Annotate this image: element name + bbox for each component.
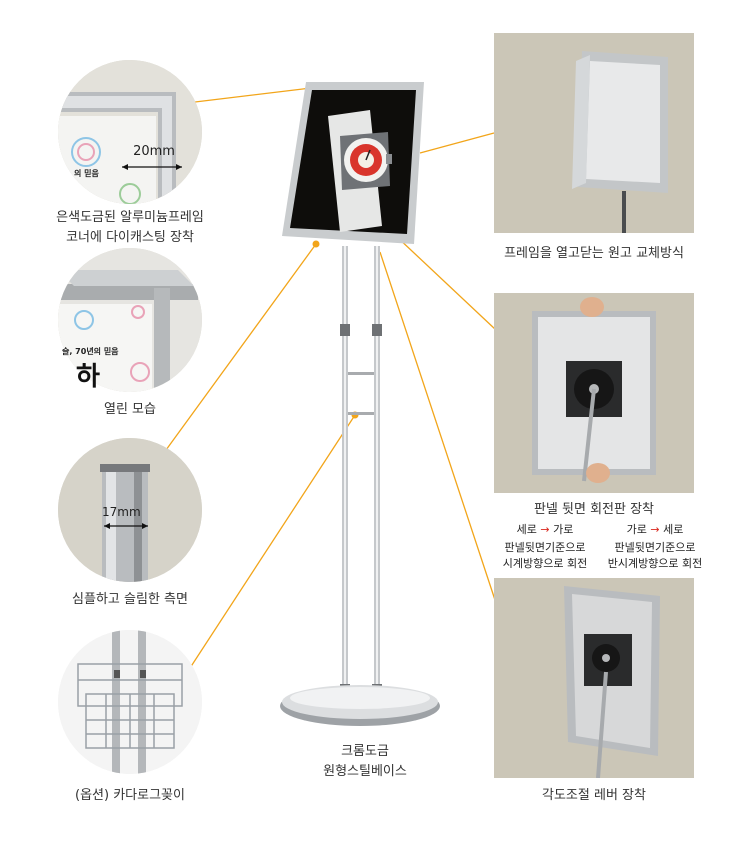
open-inner-text: 슬, 70년의 믿음: [62, 347, 119, 356]
stand-product-image: [280, 82, 440, 726]
base-caption-line2: 원형스틸베이스: [323, 764, 407, 779]
open-big-char: 하: [76, 362, 100, 392]
side-detail-image: [58, 438, 202, 582]
angle-caption: 각도조절 레버 장착: [542, 788, 646, 803]
corner-inner-text: 의 믿음: [74, 169, 99, 178]
catalog-caption: (옵션) 카다로그꽂이: [75, 788, 185, 803]
measure-label: 20mm: [133, 144, 175, 159]
base-caption-line1: 크롬도금: [341, 744, 389, 759]
right-dir-to: 세로: [663, 523, 684, 536]
left-note-line1: 판넬뒷면기준으로: [504, 541, 586, 554]
rotation-right-direction: 가로 → 세로: [600, 522, 710, 538]
rotation-right-note: 판넬뒷면기준으로 반시계방향으로 회전: [600, 540, 710, 572]
measure-arrow-icon: [122, 164, 182, 170]
left-dir-to: 가로: [553, 523, 574, 536]
right-note-line2: 반시계방향으로 회전: [607, 557, 703, 570]
rotation-caption: 판넬 뒷면 회전판 장착: [533, 502, 655, 517]
side-caption: 심플하고 슬림한 측면: [72, 592, 188, 607]
corner-caption-line1: 은색도금된 알루미늄프레임: [56, 210, 204, 225]
right-note-line1: 판넬뒷면기준으로: [614, 541, 696, 554]
frame-open-image: [494, 33, 694, 233]
frame-open-caption: 프레임을 열고닫는 원고 교체방식: [504, 246, 684, 261]
rotation-left-direction: 세로 → 가로: [490, 522, 600, 538]
rotation-left-note: 판넬뒷면기준으로 시계방향으로 회전: [490, 540, 600, 572]
open-caption: 열린 모습: [104, 402, 156, 417]
side-measure-arrow-icon: [104, 523, 148, 529]
catalog-holder-image: [58, 630, 202, 774]
corner-caption-line2: 코너에 다이캐스팅 장착: [66, 230, 194, 245]
corner-detail-image: [58, 60, 202, 204]
side-measure: 17mm: [102, 505, 141, 519]
width-20mm-measure: 20mm: [122, 144, 186, 159]
corner-caption: 은색도금된 알루미늄프레임 코너에 다이캐스팅 장착: [20, 208, 240, 248]
right-dir-from: 가로: [626, 523, 647, 536]
base-caption: 크롬도금 원형스틸베이스: [290, 742, 440, 782]
angle-lever-image: [494, 578, 694, 778]
red-arrow-icon: →: [650, 523, 660, 536]
rotation-plate-image: [494, 293, 694, 493]
left-dir-from: 세로: [516, 523, 537, 536]
left-note-line2: 시계방향으로 회전: [502, 557, 588, 570]
red-arrow-icon: →: [540, 523, 550, 536]
